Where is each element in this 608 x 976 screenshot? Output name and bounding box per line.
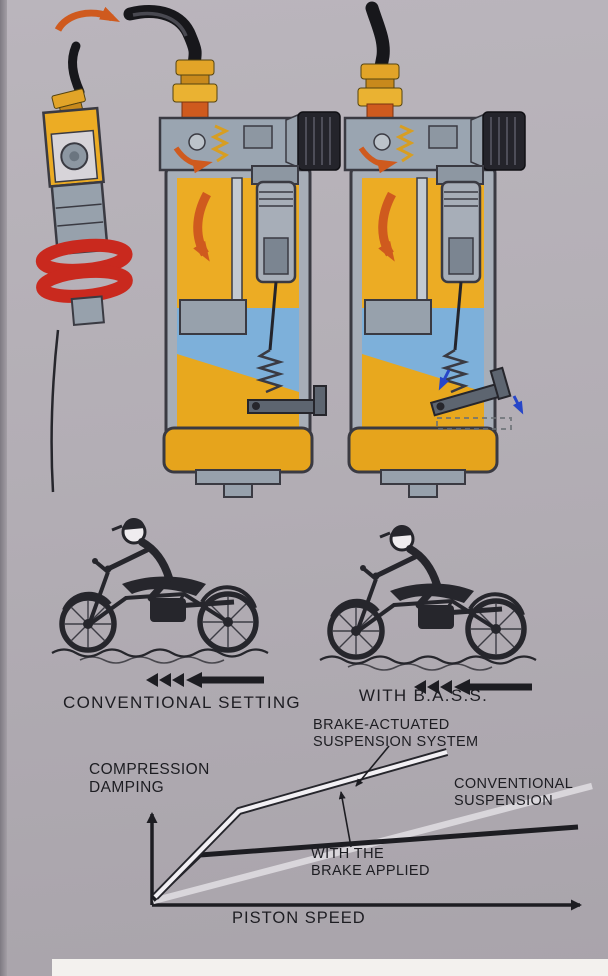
shock-hose (365, 1, 390, 79)
shock-conventional (123, 5, 342, 499)
brake-lever-rest (247, 385, 327, 416)
line-bass-white (153, 749, 448, 899)
label-line: WITH THE (311, 846, 385, 862)
brake-lever-actuated (429, 366, 512, 417)
label-line: SUSPENSION SYSTEM (313, 734, 479, 750)
label-line: BRAKE-ACTUATED (313, 717, 450, 733)
brake-lever-ghost (436, 417, 512, 430)
shock-absorber-cutaway-diagram (35, 1, 527, 499)
label-line: COMPRESSION (89, 761, 210, 778)
braking-comparison-scenes (0, 505, 608, 700)
connection-arrow-icon (54, 6, 121, 32)
label-line: DAMPING (89, 779, 165, 796)
bike-bass-scene (320, 525, 536, 695)
banjo-fitting (357, 63, 403, 119)
shock-hose (123, 5, 202, 71)
leader-arrow-bass (355, 745, 390, 787)
damping-chart (146, 745, 593, 911)
bike-conventional-scene (52, 518, 268, 688)
label-piston-speed: PISTON SPEED (232, 909, 366, 927)
remote-actuator-unit (35, 6, 133, 493)
page-edge-shadow (0, 0, 7, 976)
label-line: CONVENTIONAL (454, 776, 574, 792)
caption-with-bass: WITH B.A.S.S. (358, 686, 489, 705)
label-with-the-brake-applied: WITH THE BRAKE APPLIED (311, 846, 430, 880)
label-line: SUSPENSION (454, 793, 554, 809)
actuator-body (35, 106, 133, 327)
banjo-fitting (172, 59, 218, 119)
paper-edge-bottom (52, 959, 608, 976)
lever-motion-arrow-icon (512, 395, 524, 415)
flow-arrow-icon (378, 191, 397, 262)
label-conventional-suspension: CONVENTIONAL SUSPENSION (454, 776, 573, 810)
flow-arrow-icon (358, 146, 398, 174)
shock-brake-applied (343, 1, 527, 499)
flow-arrow-icon (193, 191, 212, 262)
actuator-cable (50, 329, 60, 493)
caption-conventional-setting: CONVENTIONAL SETTING (63, 693, 301, 712)
flow-arrow-icon (173, 146, 213, 174)
red-spring-coil (36, 264, 133, 303)
actuator-hose (68, 41, 85, 97)
lever-motion-arrow-icon (438, 369, 451, 391)
label-brake-actuated-suspension-system: BRAKE-ACTUATED SUSPENSION SYSTEM (313, 717, 479, 751)
leader-arrow-brake (338, 791, 352, 848)
label-line: BRAKE APPLIED (311, 863, 430, 879)
label-compression-damping: COMPRESSION DAMPING (89, 761, 210, 797)
